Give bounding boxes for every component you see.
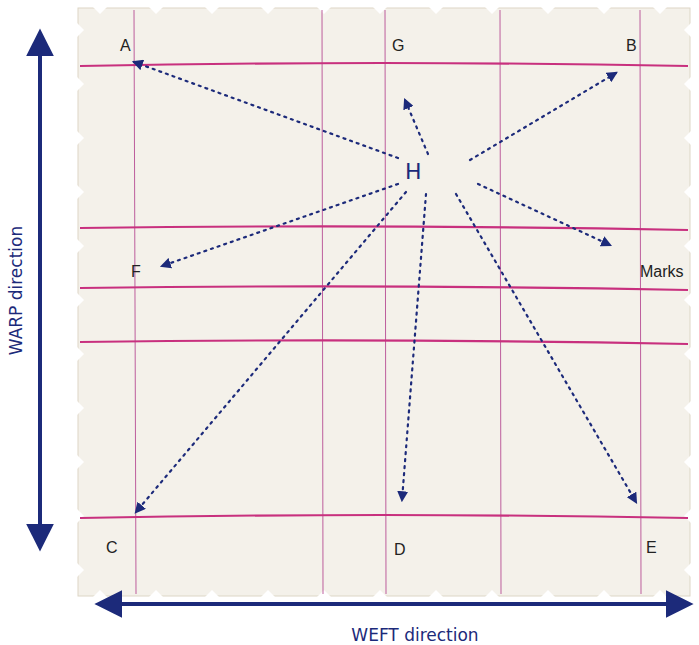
weft-thread-lines — [80, 63, 688, 518]
edge-notch — [77, 293, 84, 307]
edge-notch — [541, 7, 555, 14]
edge-notch — [77, 23, 84, 37]
edge-notch — [77, 401, 84, 415]
edge-notch — [597, 7, 611, 14]
pinked-edge — [77, 7, 691, 597]
mark-letter: E — [646, 540, 657, 556]
edge-notch — [684, 131, 691, 145]
mark-letter: G — [392, 38, 404, 54]
mark-letter: C — [106, 540, 118, 556]
edge-notch — [684, 563, 691, 577]
edge-notch — [77, 131, 84, 145]
edge-notch — [77, 185, 84, 199]
edge-notch — [653, 7, 667, 14]
mark-letter: B — [626, 38, 637, 54]
edge-notch — [684, 239, 691, 253]
mark-letter: Marks — [640, 264, 684, 280]
edge-notch — [429, 590, 443, 597]
axis-label: WEFT direction — [351, 627, 478, 644]
mark-letter: D — [394, 542, 406, 558]
edge-notch — [77, 509, 84, 523]
edge-notch — [317, 590, 331, 597]
edge-notch — [684, 455, 691, 469]
axis-label: WARP direction — [9, 225, 26, 354]
edge-notch — [541, 590, 555, 597]
edge-notch — [77, 77, 84, 91]
mark-letter: F — [131, 264, 141, 280]
edge-notch — [597, 590, 611, 597]
edge-notch — [77, 563, 84, 577]
edge-notch — [77, 239, 84, 253]
edge-notch — [684, 347, 691, 361]
mark-leader-arrows — [134, 62, 636, 512]
warp-thread-lines — [134, 10, 641, 594]
edge-notch — [684, 185, 691, 199]
warp-arrow — [38, 34, 42, 546]
edge-notch — [684, 509, 691, 523]
edge-notch — [429, 7, 443, 14]
edge-notch — [485, 7, 499, 14]
edge-notch — [93, 7, 107, 14]
edge-notch — [684, 293, 691, 307]
fabric-square — [78, 8, 690, 596]
edge-notch — [205, 7, 219, 14]
callout-label: H — [401, 159, 426, 185]
edge-notch — [149, 7, 163, 14]
edge-notch — [205, 590, 219, 597]
edge-notch — [485, 590, 499, 597]
edge-notch — [77, 455, 84, 469]
edge-notch — [684, 77, 691, 91]
edge-notch — [317, 7, 331, 14]
edge-notch — [373, 590, 387, 597]
edge-notch — [77, 347, 84, 361]
weft-arrow — [100, 602, 688, 606]
edge-notch — [261, 590, 275, 597]
edge-notch — [684, 23, 691, 37]
edge-notch — [149, 590, 163, 597]
edge-notch — [653, 590, 667, 597]
edge-notch — [261, 7, 275, 14]
edge-notch — [684, 401, 691, 415]
edge-notch — [93, 590, 107, 597]
mark-letter: A — [120, 38, 131, 54]
